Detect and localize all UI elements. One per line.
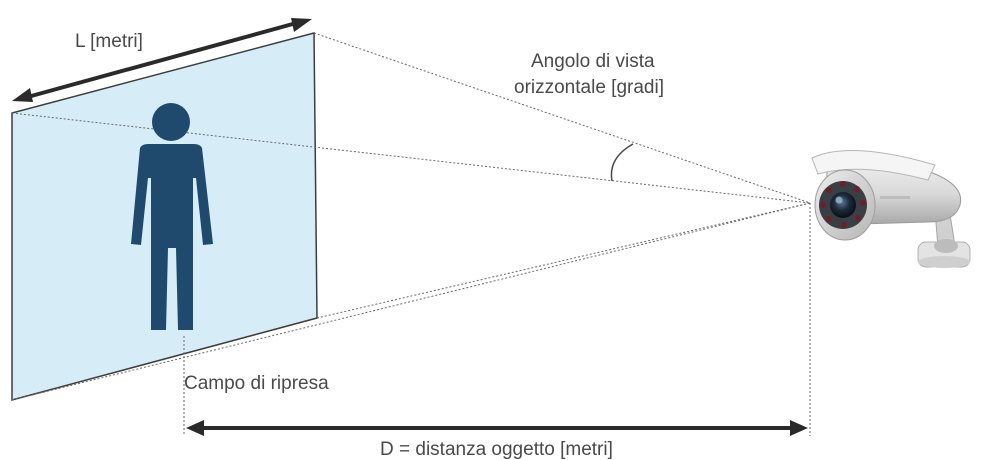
person-silhouette (131, 103, 213, 330)
projection-lines (11, 32, 811, 436)
angle-label-line1: Angolo di vista (531, 51, 655, 72)
field-label: Campo di ripresa (184, 373, 329, 394)
distance-label: D = distanza oggetto [metri] (380, 439, 613, 460)
angle-arc (610, 143, 634, 182)
distance-arrow (186, 420, 808, 436)
width-label: L [metri] (75, 31, 143, 52)
width-arrow (12, 18, 312, 102)
camera-icon (811, 149, 971, 268)
angle-label-line2: orizzontale [gradi] (514, 77, 664, 98)
